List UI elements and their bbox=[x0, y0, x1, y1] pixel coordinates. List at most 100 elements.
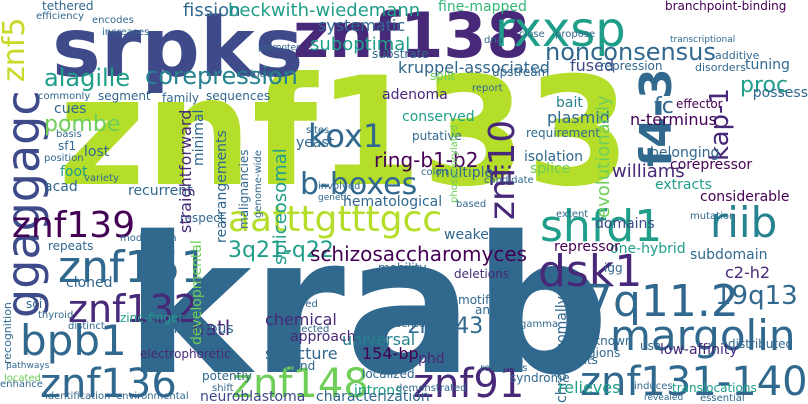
cloud-word: riib bbox=[710, 198, 778, 247]
cloud-word: domains bbox=[595, 216, 655, 232]
cloud-word: extent bbox=[556, 209, 589, 220]
cloud-word: additive bbox=[715, 49, 760, 62]
cloud-word: splice bbox=[530, 161, 571, 177]
cloud-word: sites bbox=[306, 125, 330, 136]
cloud-word: hand bbox=[285, 359, 316, 373]
cloud-word: characterization bbox=[316, 389, 430, 404]
cloud-word: solid bbox=[490, 317, 523, 333]
cloud-word: znf138 bbox=[293, 0, 530, 72]
cloud-word: respect bbox=[180, 211, 225, 225]
cloud-word: sci bbox=[26, 297, 43, 311]
cloud-word: belonging bbox=[650, 145, 720, 161]
cloud-word: cloned bbox=[66, 275, 113, 291]
cloud-word: 154-bp bbox=[362, 344, 419, 363]
cloud-word: fine-mapped bbox=[438, 0, 527, 15]
cloud-word: transfected bbox=[272, 324, 330, 335]
cloud-word: considerable bbox=[700, 189, 790, 205]
cloud-word: 19q13 bbox=[715, 281, 798, 311]
cloud-word: substrate bbox=[372, 47, 429, 61]
cloud-word: variety bbox=[84, 173, 119, 184]
cloud-word: malignancies bbox=[237, 149, 251, 229]
cloud-word: regions bbox=[576, 346, 621, 360]
cloud-word: included bbox=[236, 69, 279, 80]
cloud-word: dsk1 bbox=[538, 246, 643, 297]
cloud-word: propose bbox=[555, 29, 596, 40]
cloud-word: genome-wide bbox=[253, 150, 264, 218]
cloud-word: promoter bbox=[258, 43, 300, 53]
cloud-word: essential bbox=[700, 393, 745, 404]
cloud-word: igg bbox=[604, 261, 623, 275]
cloud-word: neuroblastoma bbox=[200, 389, 306, 404]
cloud-word: tethered bbox=[42, 0, 94, 13]
cloud-word: znf136 bbox=[40, 361, 177, 404]
cloud-word: aatttgtttgcc bbox=[228, 199, 443, 240]
cloud-word: srpks bbox=[52, 1, 304, 96]
cloud-word: znf91 bbox=[413, 361, 525, 404]
cloud-word: cues bbox=[54, 101, 87, 117]
cloud-word: bpb1 bbox=[20, 316, 127, 365]
cloud-word: electrophoretic bbox=[140, 347, 231, 361]
cloud-word: natl bbox=[192, 316, 231, 340]
cloud-word: weaker bbox=[444, 227, 495, 243]
cloud-word: hematological bbox=[343, 194, 443, 210]
cloud-word: znf131-140 bbox=[580, 359, 808, 404]
cloud-word: dna bbox=[484, 35, 503, 46]
cloud-word: phosphorylated bbox=[449, 124, 460, 203]
cloud-word: developmental bbox=[189, 240, 205, 345]
cloud-word: colon bbox=[421, 167, 448, 178]
cloud-word: corepression bbox=[145, 62, 298, 90]
cloud-word: isolation bbox=[524, 149, 584, 165]
cloud-word: znf139 bbox=[12, 205, 136, 246]
cloud-word: schizosaccharomyces bbox=[310, 242, 528, 266]
cloud-word: fused bbox=[570, 56, 615, 75]
cloud-word: phd bbox=[418, 351, 445, 367]
cloud-word: krab bbox=[125, 196, 610, 404]
cloud-word: effector bbox=[676, 97, 723, 111]
cloud-word: environmental bbox=[116, 391, 189, 402]
cloud-word: commonly bbox=[38, 91, 91, 102]
cloud-word: mutation bbox=[690, 211, 736, 222]
cloud-word: pathways bbox=[6, 361, 50, 371]
cloud-word: 7q11.2 bbox=[585, 276, 739, 327]
cloud-word: pombe bbox=[44, 112, 121, 137]
cloud-word: znf148 bbox=[232, 361, 369, 404]
cloud-word: alagille bbox=[44, 64, 131, 92]
cloud-word: putative bbox=[412, 129, 462, 143]
cloud-word: genetic bbox=[318, 193, 352, 203]
cloud-word: multiple bbox=[436, 165, 494, 181]
cloud-word: ring-b1-b2 bbox=[374, 148, 479, 172]
cloud-word: basis bbox=[56, 129, 82, 140]
cloud-word: tuning bbox=[745, 57, 790, 73]
cloud-word: encodes bbox=[92, 15, 134, 26]
cloud-word: b-boxes bbox=[300, 167, 418, 202]
cloud-word: translocations bbox=[672, 381, 757, 395]
cloud-word: adenoma bbox=[382, 87, 448, 103]
cloud-word: usa bbox=[640, 339, 662, 353]
cloud-word: efficiency bbox=[36, 11, 85, 22]
cloud-word: 3q21-q22 bbox=[228, 238, 334, 263]
cloud-word: unknown bbox=[578, 334, 633, 348]
cloud-word: margolin bbox=[610, 311, 796, 360]
cloud-word: conserved bbox=[402, 109, 475, 125]
cloud-word: rearrangements bbox=[214, 130, 230, 243]
cloud-word: potently bbox=[202, 369, 252, 383]
cloud-word: deletions bbox=[454, 267, 509, 281]
cloud-word: rii bbox=[488, 162, 514, 192]
cloud-word: yeast bbox=[296, 135, 335, 151]
cloud-word: thyroid bbox=[38, 310, 74, 321]
cloud-word: upstream bbox=[492, 65, 550, 79]
cloud-word: rxxsp bbox=[495, 2, 626, 58]
cloud-word: fission bbox=[183, 0, 241, 21]
cloud-word: sf1 bbox=[58, 139, 77, 153]
cloud-word: williams bbox=[612, 161, 685, 182]
cloud-word: report bbox=[472, 83, 503, 94]
cloud-word: transcriptional bbox=[670, 35, 736, 45]
cloud-word: located bbox=[4, 373, 41, 384]
cloud-word: structure bbox=[265, 344, 338, 363]
cloud-word: position bbox=[44, 153, 84, 164]
cloud-word: disorders bbox=[695, 61, 746, 74]
cloud-word: c2-h2 bbox=[725, 263, 771, 282]
cloud-word: distributed bbox=[728, 337, 794, 351]
cloud-word: introns bbox=[354, 383, 403, 399]
